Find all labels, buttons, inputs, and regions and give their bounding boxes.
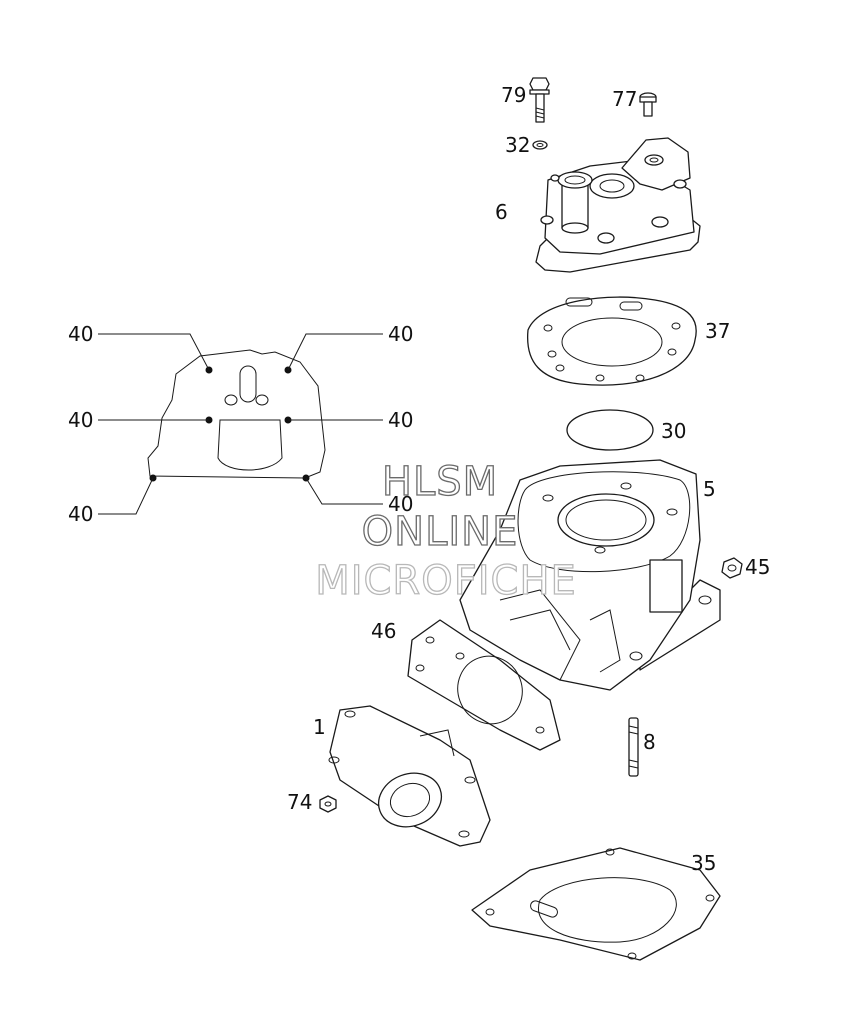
part-45-nut[interactable] <box>721 557 743 579</box>
watermark-line-3: MICROFICHE <box>315 558 577 604</box>
callout-30: 30 <box>661 419 686 443</box>
part-35-base-gasket[interactable] <box>471 847 721 961</box>
callout-40-top-right: 40 <box>388 322 413 346</box>
part-1-intake-flange[interactable] <box>328 705 491 847</box>
callout-46: 46 <box>371 619 396 643</box>
part-32-washer[interactable] <box>532 140 548 150</box>
callout-45: 45 <box>745 555 770 579</box>
callout-40-mid-right: 40 <box>388 408 413 432</box>
callout-40-mid-left: 40 <box>68 408 93 432</box>
part-6-cylinder-head[interactable] <box>535 137 701 273</box>
callout-6: 6 <box>495 200 508 224</box>
part-5-cylinder[interactable] <box>459 459 721 691</box>
callout-40-bottom-left: 40 <box>68 502 93 526</box>
part-46-intake-gasket[interactable] <box>407 619 561 751</box>
watermark-line-2: ONLINE <box>362 509 519 555</box>
part-74-nut[interactable] <box>319 795 337 813</box>
callout-74: 74 <box>287 790 312 814</box>
callout-77: 77 <box>612 87 637 111</box>
callout-1: 1 <box>313 715 326 739</box>
callout-40-bottom-right: 40 <box>388 492 413 516</box>
callout-79: 79 <box>501 83 526 107</box>
callout-37: 37 <box>705 319 730 343</box>
part-37-head-gasket[interactable] <box>526 296 697 386</box>
watermark: HLSM ONLINE MICROFICHE <box>315 458 577 604</box>
part-8-stud[interactable] <box>628 717 639 777</box>
callout-35: 35 <box>691 851 716 875</box>
leader-lines <box>98 333 383 515</box>
part-77-screw[interactable] <box>639 92 657 117</box>
part-79-bolt[interactable] <box>529 77 550 123</box>
callout-32: 32 <box>505 133 530 157</box>
watermark-line-1: HLSM <box>382 459 498 505</box>
callout-40-top-left: 40 <box>68 322 93 346</box>
callout-labels: 79 77 32 6 37 30 5 45 46 1 8 74 35 40 40… <box>68 83 770 875</box>
callout-5: 5 <box>703 477 716 501</box>
callout-8: 8 <box>643 730 656 754</box>
part-40-cover-gasket[interactable] <box>147 349 326 482</box>
part-30-o-ring[interactable] <box>566 409 654 451</box>
